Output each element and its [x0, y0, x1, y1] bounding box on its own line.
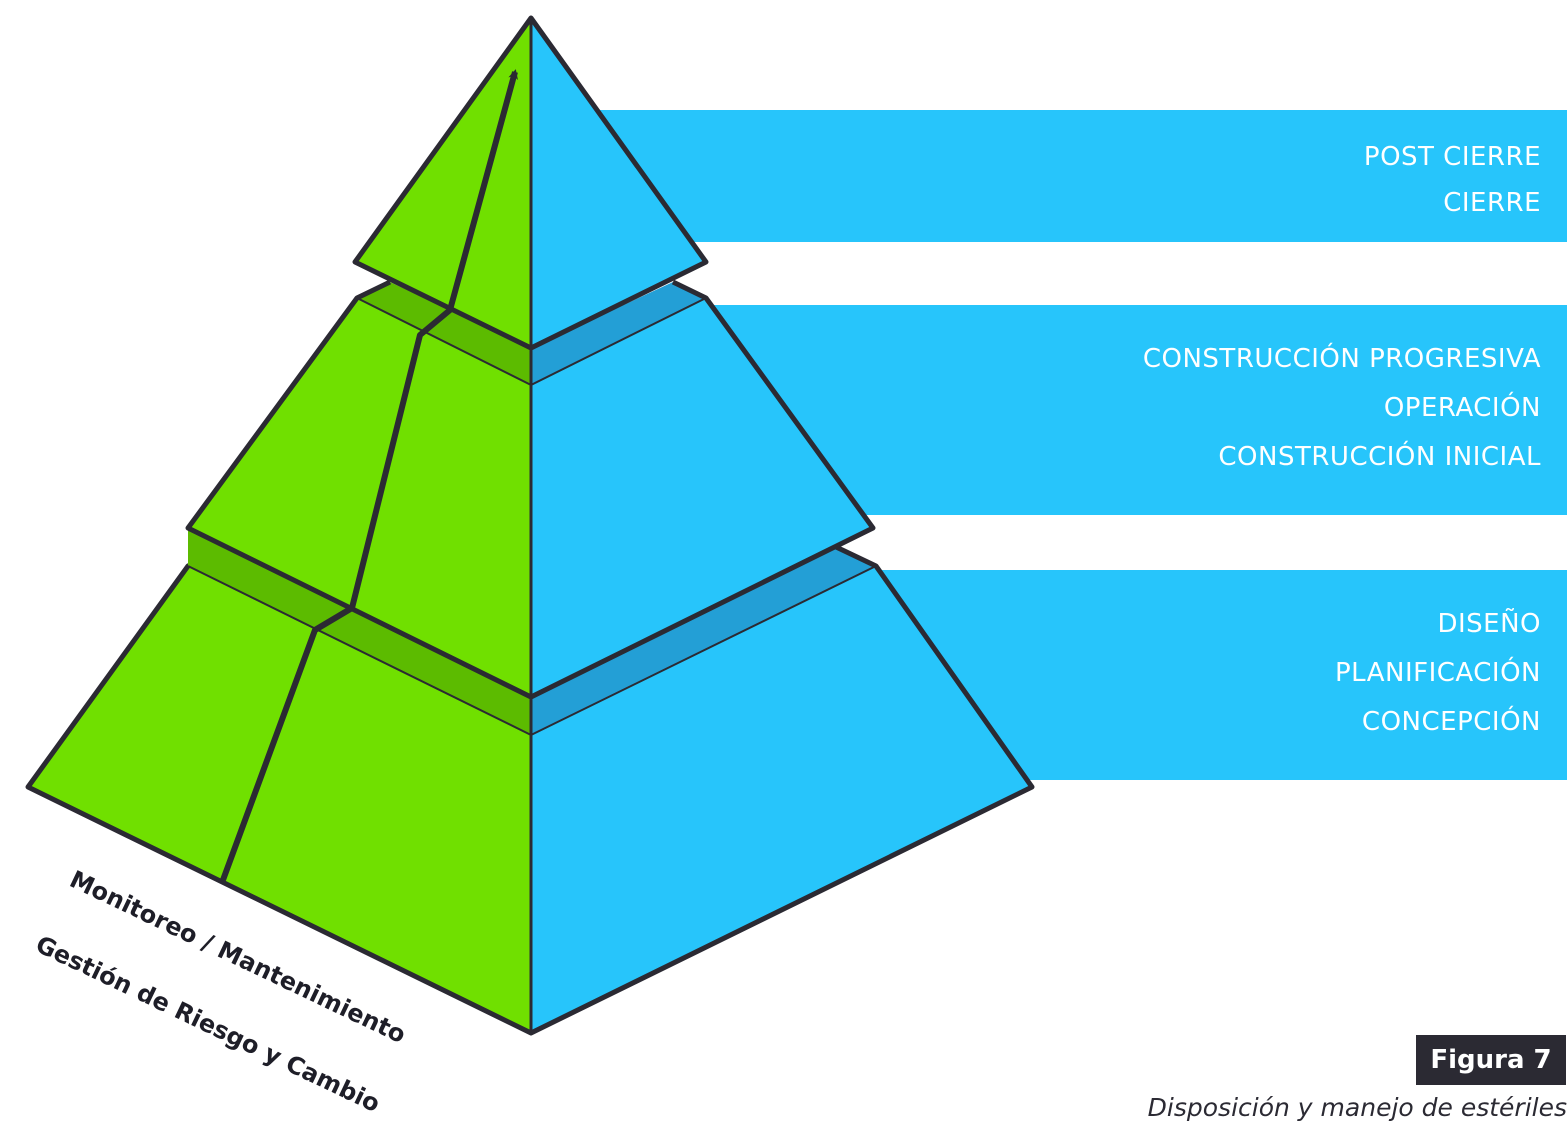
- ridge-middle-lower-left: [187, 527, 532, 698]
- band-top-line-1: POST CIERRE: [1364, 142, 1541, 172]
- band-bottom-line-2: PLANIFICACIÓN: [1335, 656, 1541, 688]
- band-top: [560, 110, 1567, 242]
- progression-arrow: [220, 69, 518, 882]
- ridge-bottom-inner-left: [187, 565, 532, 736]
- figure-badge: Figura 7: [1416, 1035, 1566, 1085]
- band-bottom-line-3: CONCEPCIÓN: [1362, 705, 1541, 737]
- ridge-bottom-inner-right: [530, 565, 877, 736]
- pyramid-tier-middle: [185, 279, 876, 735]
- ridge-middle-right: [530, 297, 707, 386]
- band-bottom-line-1: DISEÑO: [1437, 607, 1541, 639]
- band-middle-line-3: CONSTRUCCIÓN INICIAL: [1218, 440, 1541, 472]
- ridge-middle-inner: [356, 297, 532, 386]
- ridge-middle-lower-right: [530, 527, 874, 698]
- figure-caption: Disposición y manejo de estériles: [1147, 1093, 1567, 1122]
- tier-middle-blue-face: [531, 298, 873, 697]
- tier-middle-blue-ledge: [531, 282, 706, 385]
- tier-top-green-face: [355, 18, 531, 348]
- band-middle-labels: CONSTRUCCIÓN PROGRESIVA OPERACIÓN CONSTR…: [1143, 342, 1541, 472]
- band-middle-line-2: OPERACIÓN: [1384, 391, 1541, 423]
- tier-middle-green-bottom-ledge: [188, 528, 531, 735]
- band-top-labels: POST CIERRE CIERRE: [1364, 142, 1541, 218]
- tier-bottom-green-face: [28, 566, 531, 1033]
- tier-middle-green-ledge: [357, 282, 531, 385]
- ridge-top-to-middle: [354, 261, 532, 349]
- tier-bottom-blue-ledge: [531, 546, 876, 735]
- pyramid-tier-top: [352, 15, 709, 351]
- tier-top-blue-face: [531, 18, 706, 348]
- band-middle-line-1: CONSTRUCCIÓN PROGRESIVA: [1143, 342, 1541, 374]
- band-bottom-labels: DISEÑO PLANIFICACIÓN CONCEPCIÓN: [1335, 607, 1541, 737]
- tier-bottom-blue-face: [531, 566, 1032, 1033]
- band-top-line-2: CIERRE: [1443, 188, 1541, 218]
